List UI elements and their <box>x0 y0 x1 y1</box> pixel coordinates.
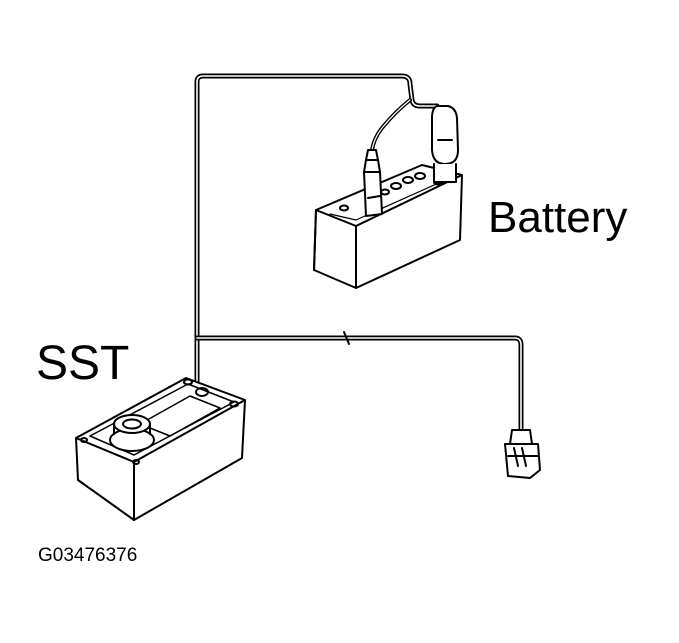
sst-knob <box>109 414 155 452</box>
sst-tool <box>75 377 246 521</box>
battery-clamp-left <box>363 149 383 217</box>
battery-label: Battery <box>488 193 628 242</box>
figure-code: G03476376 <box>38 545 138 566</box>
connector <box>504 429 541 479</box>
battery <box>313 164 463 289</box>
main-wire <box>194 73 524 433</box>
sst-label: SST <box>36 337 130 390</box>
battery-clamp-right <box>431 105 459 183</box>
